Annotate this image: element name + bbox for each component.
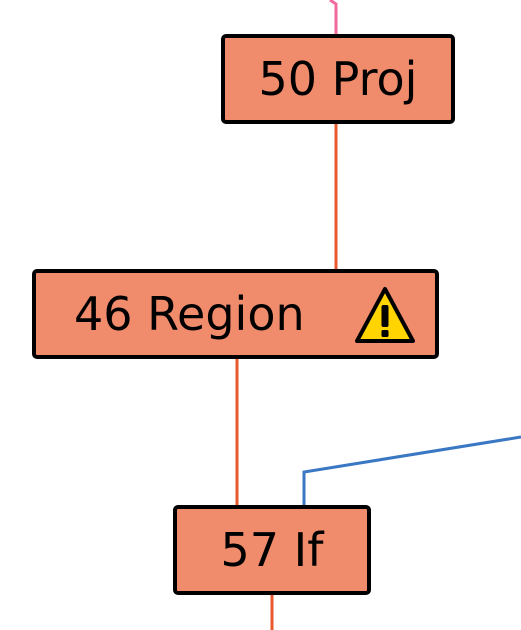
node-label: 57 If — [220, 523, 324, 577]
node-46-region[interactable]: 46 Region — [32, 269, 439, 359]
node-57-if[interactable]: 57 If — [173, 505, 371, 595]
node-50-proj[interactable]: 50 Proj — [221, 34, 455, 124]
edge-blue-incoming — [302, 435, 521, 505]
node-label: 50 Proj — [258, 52, 418, 106]
warning-icon — [355, 287, 415, 343]
edge-pink-incoming — [329, 0, 338, 34]
node-label: 46 Region — [74, 287, 305, 341]
